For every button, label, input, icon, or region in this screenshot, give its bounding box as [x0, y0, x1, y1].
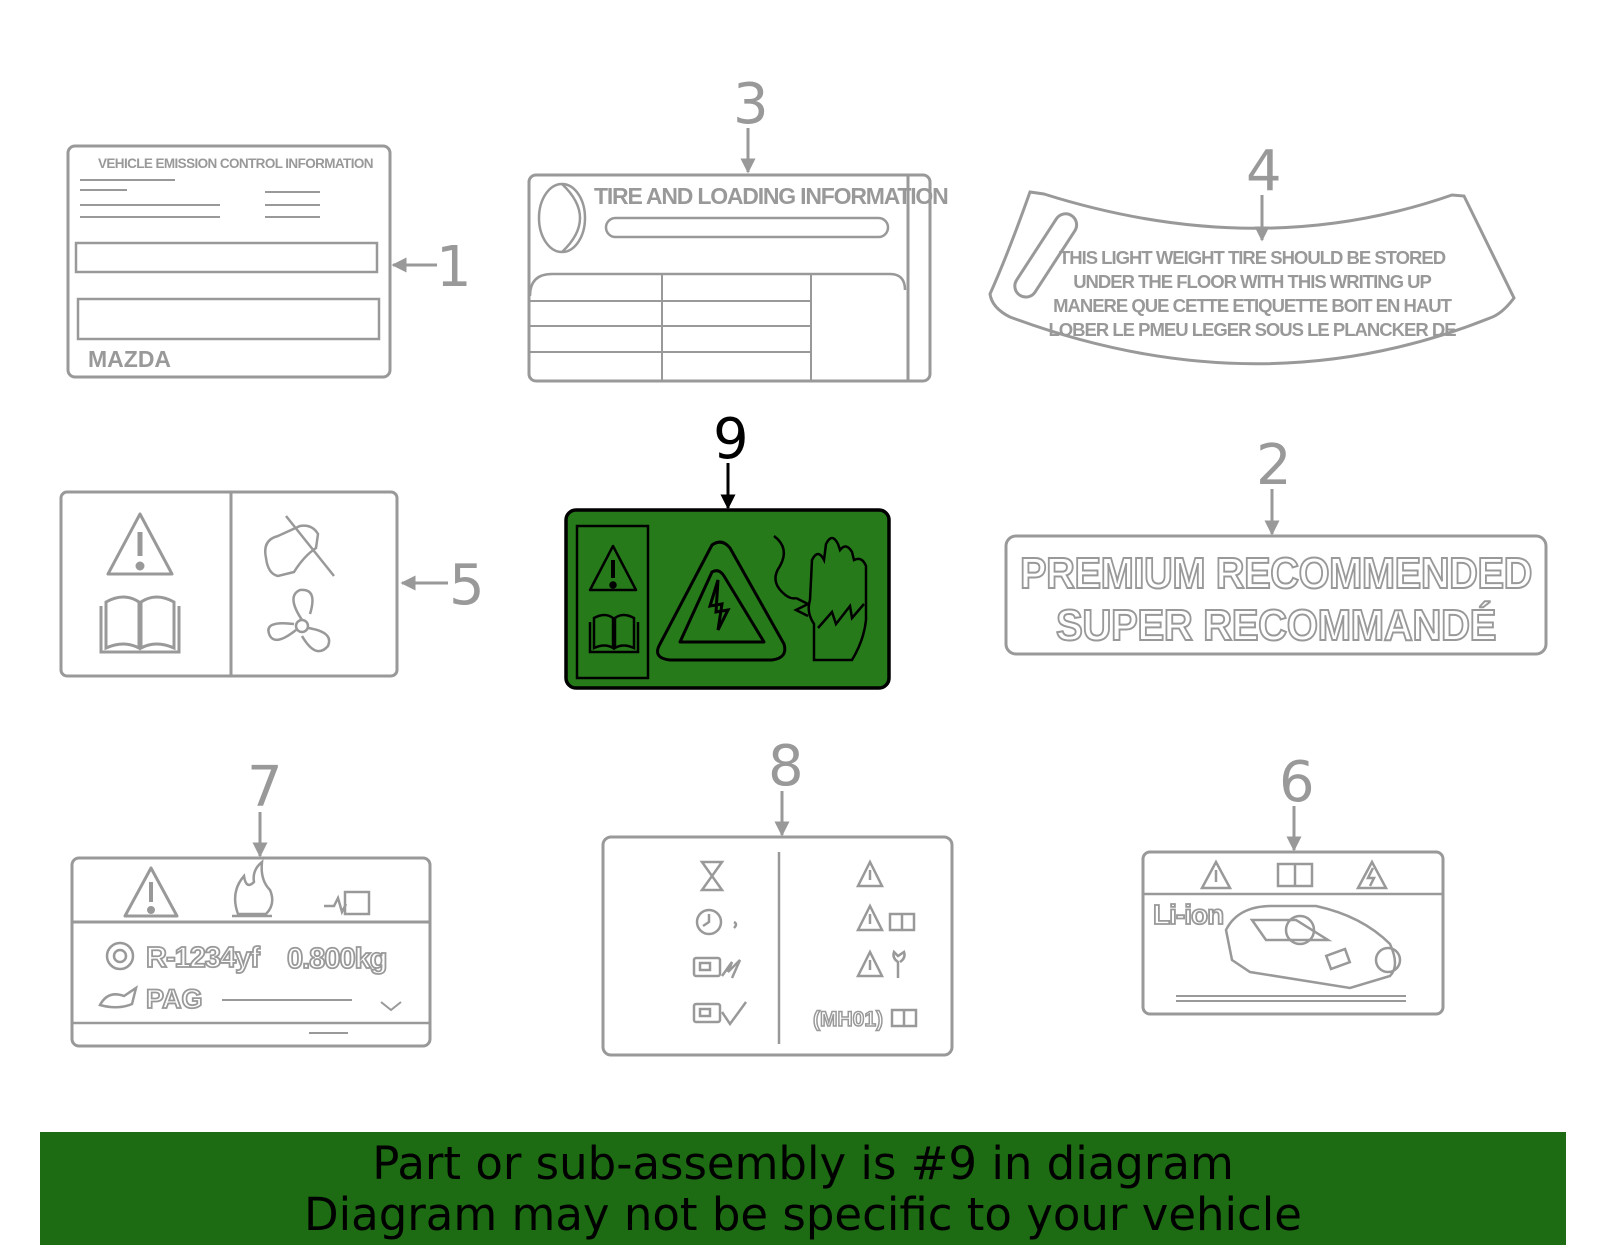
label-7-oil-type: PAG: [146, 984, 203, 1014]
electric-warning-icon: [1355, 859, 1389, 890]
callout-2: 2: [1256, 433, 1292, 536]
flame-icon: [232, 859, 274, 918]
label-6-text: Li-ion: [1153, 899, 1223, 930]
manual-book-icon: [99, 595, 181, 654]
callout-9: 9: [713, 407, 749, 510]
label-6-li-ion[interactable]: Li-ion: [1141, 850, 1445, 1016]
hourglass-icon: [699, 860, 725, 892]
banner-line-2: Diagram may not be specific to your vehi…: [304, 1187, 1302, 1241]
label-7-refrigerant[interactable]: R-1234yf 0.800kg PAG: [70, 856, 432, 1048]
high-voltage-icon: [656, 540, 787, 662]
label-7-weight: 0.800kg: [287, 943, 386, 975]
label-4-line-2: UNDER THE FLOOR WITH THIS WRITING UP: [1073, 271, 1431, 292]
label-4-line-3: MANERE QUE CETTE ETIQUETTE BOIT EN HAUT: [1053, 295, 1453, 316]
label-4-light-tire[interactable]: THIS LIGHT WEIGHT TIRE SHOULD BE STORED …: [988, 190, 1516, 366]
no-hand-icon: [264, 515, 335, 578]
warning-triangle-icon: [106, 512, 174, 576]
callout-6-number: 6: [1279, 750, 1315, 815]
label-2-line-1: PREMIUM RECOMMENDED: [1020, 549, 1532, 598]
car-icon: [1224, 904, 1402, 990]
manual-book-icon: [890, 1008, 918, 1028]
service-manual-icon: [324, 890, 371, 916]
callout-4-number: 4: [1246, 139, 1282, 204]
callout-4: 4: [1246, 139, 1282, 242]
info-banner: Part or sub-assembly is #9 in diagram Di…: [40, 1132, 1566, 1245]
callout-8-number: 8: [768, 734, 804, 799]
callout-7: 7: [247, 755, 283, 858]
manual-book-icon: [1276, 862, 1314, 888]
oil-icon: [98, 985, 138, 1009]
warning-triangle-icon: [855, 859, 885, 888]
callout-3: 3: [733, 72, 769, 174]
callout-7-number: 7: [247, 755, 283, 820]
warning-triangle-icon: [1199, 859, 1233, 890]
label-8-code: (MH01): [813, 1008, 883, 1031]
label-1-emission[interactable]: VEHICLE EMISSION CONTROL INFORMATION MAZ…: [66, 144, 392, 379]
callout-5-number: 5: [449, 553, 485, 618]
label-7-refrigerant-type: R-1234yf: [146, 942, 260, 974]
label-3-title: TIRE AND LOADING INFORMATION: [594, 183, 948, 209]
callout-6: 6: [1279, 750, 1315, 852]
callout-5: 5: [400, 553, 485, 618]
warning-wrench-icon: [855, 949, 906, 978]
callout-9-number: 9: [713, 407, 749, 472]
warning-triangle-icon: [588, 544, 638, 592]
label-4-line-4: LOBER LE PMEU LEGER SOUS LE PLANCKER DE: [1048, 319, 1456, 340]
label-8-service[interactable]: (MH01): [601, 835, 954, 1057]
warning-triangle-icon: [123, 866, 179, 918]
callout-1: 1: [391, 235, 472, 300]
callout-2-number: 2: [1256, 433, 1292, 498]
label-2-premium-fuel[interactable]: PREMIUM RECOMMENDED SUPER RECOMMANDÉ: [1004, 534, 1548, 656]
battery-check-icon: [692, 1001, 748, 1027]
label-2-line-2: SUPER RECOMMANDÉ: [1056, 600, 1496, 650]
label-5-fan-warning[interactable]: [59, 490, 399, 678]
fan-icon: [267, 588, 331, 653]
warning-manual-icon: [855, 903, 916, 932]
electric-glove-icon: [773, 535, 868, 662]
label-1-title: VEHICLE EMISSION CONTROL INFORMATION: [98, 156, 373, 171]
callout-3-number: 3: [733, 72, 769, 137]
clock-icon: [695, 908, 738, 936]
battery-charge-icon: [692, 956, 742, 979]
label-4-line-1: THIS LIGHT WEIGHT TIRE SHOULD BE STORED: [1059, 247, 1446, 268]
callout-1-number: 1: [436, 235, 472, 300]
label-1-brand: MAZDA: [88, 346, 171, 372]
label-3-tire-loading[interactable]: TIRE AND LOADING INFORMATION: [527, 173, 949, 383]
callout-8: 8: [768, 734, 804, 837]
refrigerant-gear-icon: [105, 941, 135, 971]
manual-book-icon: [588, 613, 640, 654]
banner-line-1: Part or sub-assembly is #9 in diagram: [372, 1136, 1234, 1190]
label-9-high-voltage[interactable]: [564, 508, 891, 690]
